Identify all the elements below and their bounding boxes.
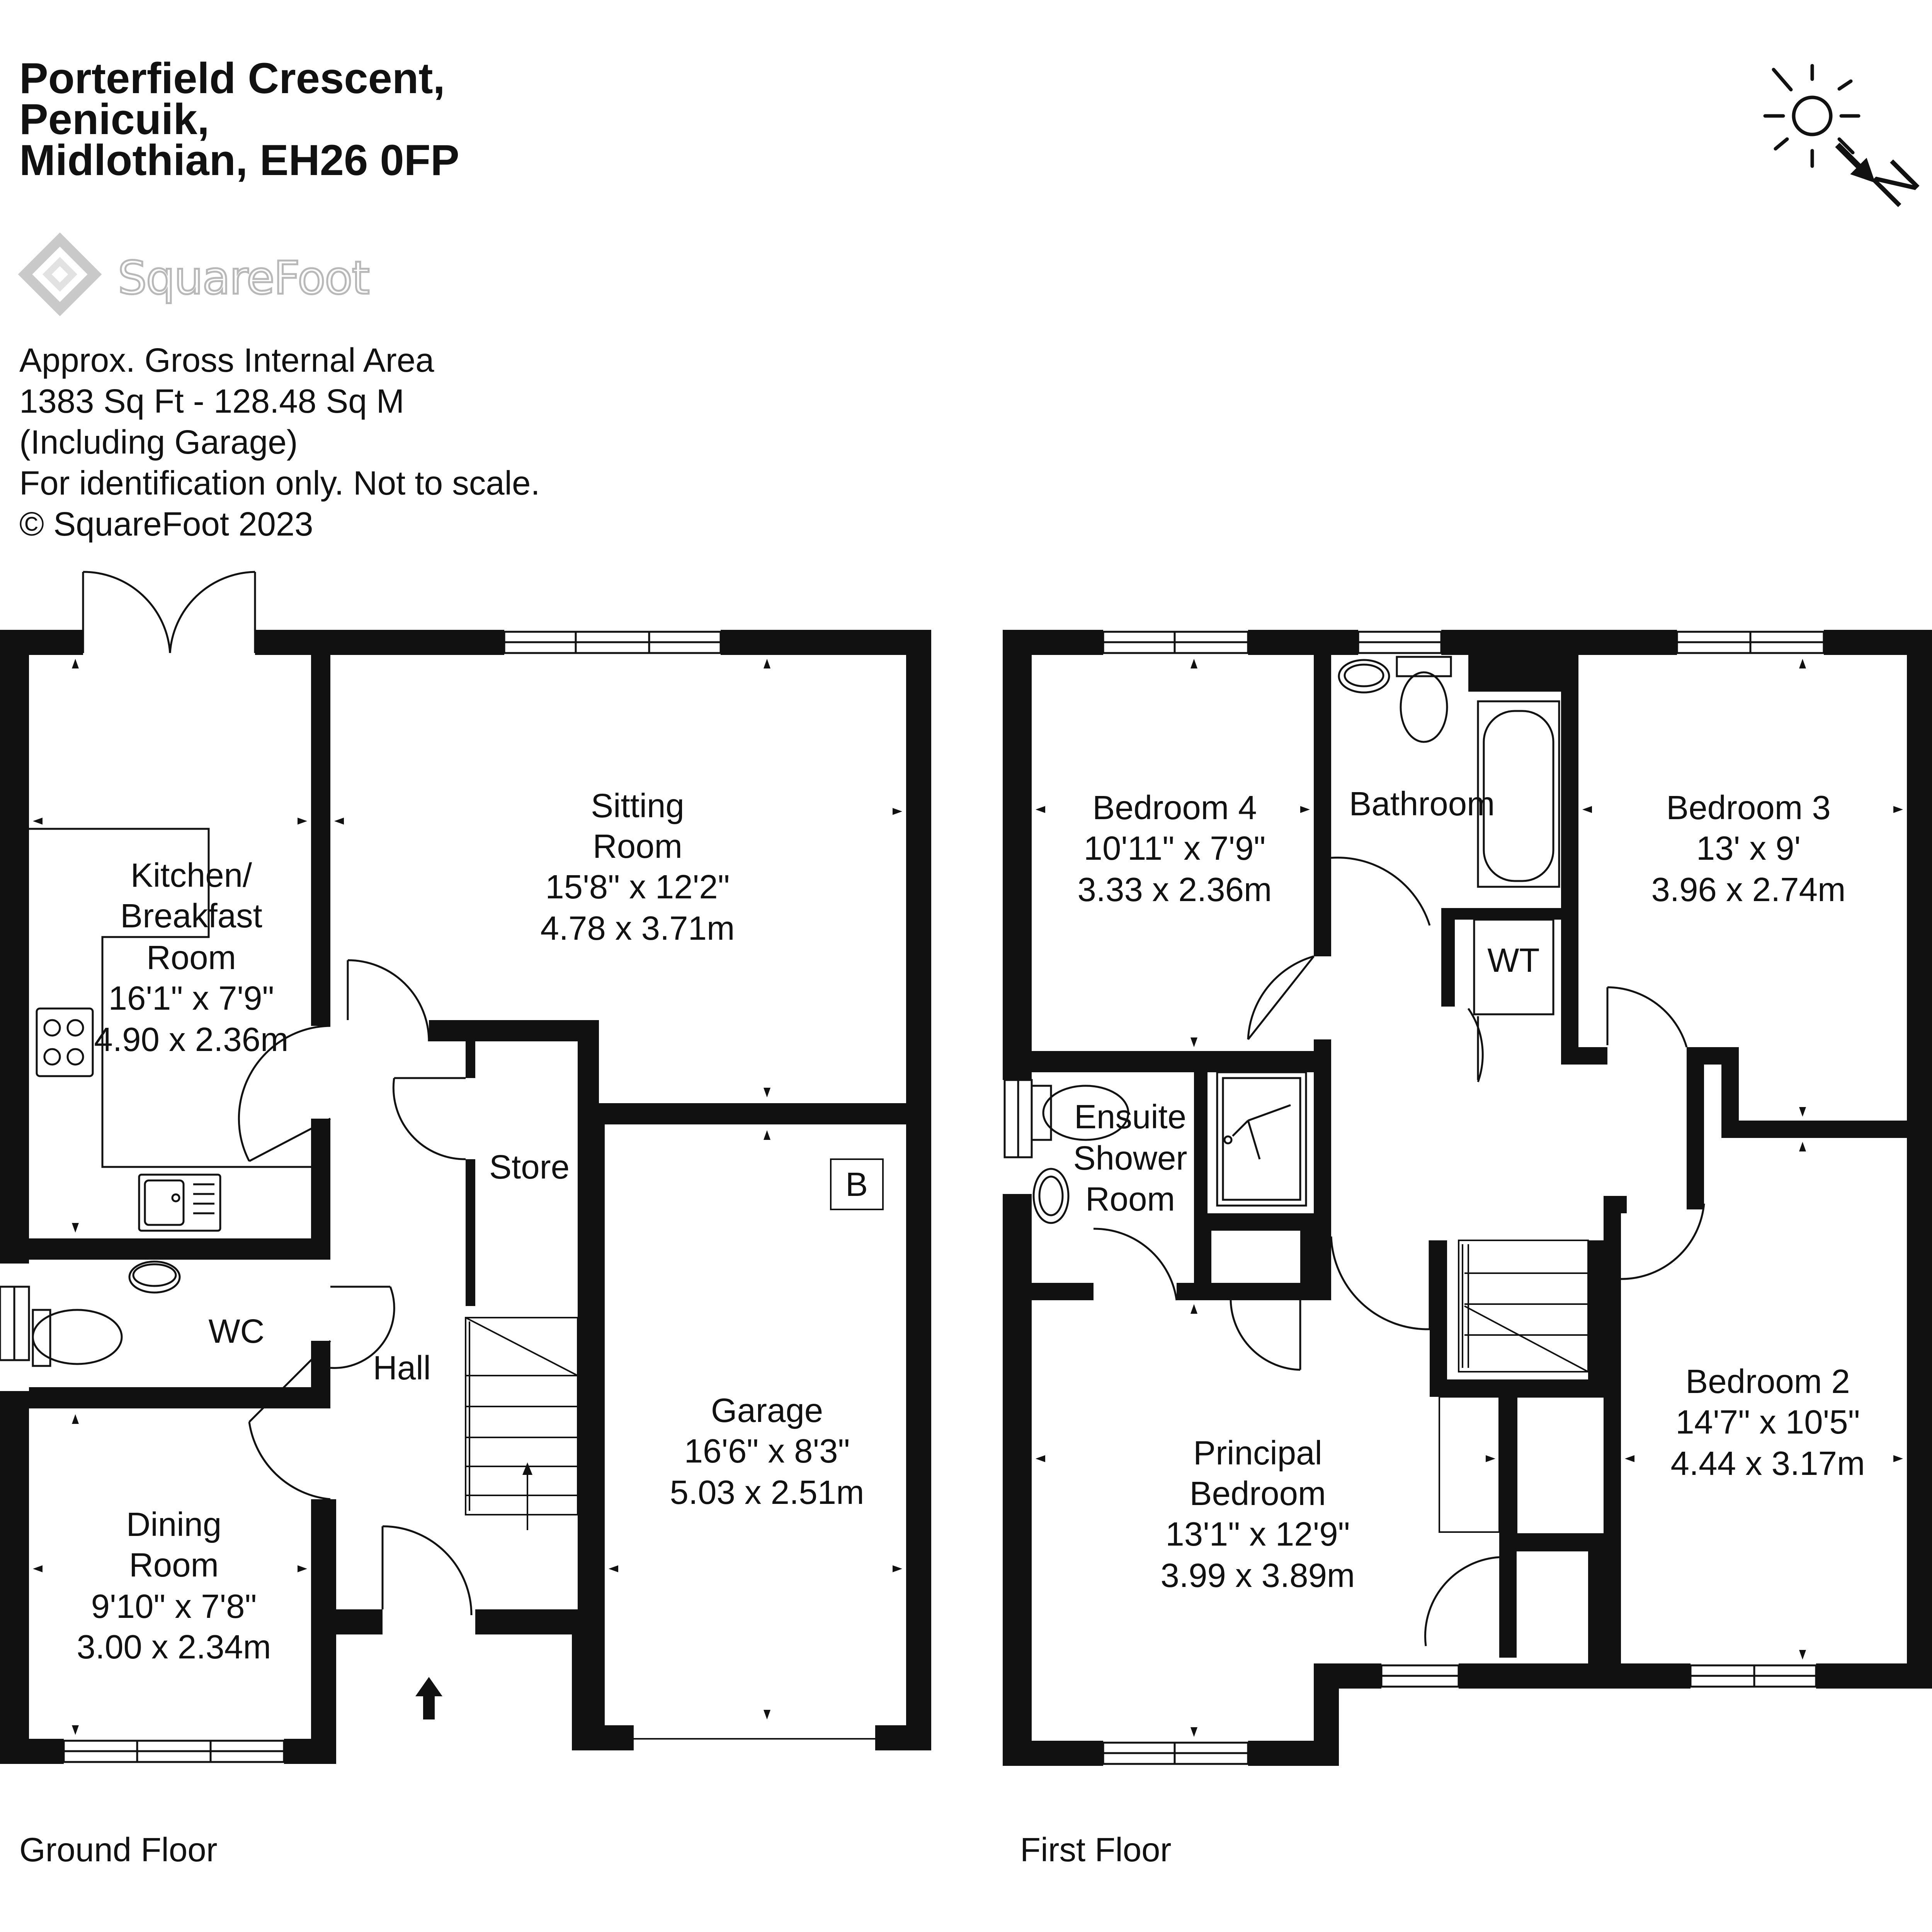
- kitchen-imperial: 16'1" x 7'9": [109, 980, 274, 1017]
- info-line-5: © SquareFoot 2023: [19, 505, 313, 543]
- address-line-3: Midlothian, EH26 0FP: [19, 136, 459, 184]
- principal-metric: 3.99 x 3.89m: [1161, 1557, 1355, 1594]
- garage-name: Garage: [711, 1392, 823, 1429]
- bedroom3-metric: 3.96 x 2.74m: [1651, 871, 1846, 908]
- dining-metric: 3.00 x 2.34m: [77, 1628, 271, 1666]
- info-line-1: Approx. Gross Internal Area: [19, 342, 434, 379]
- squarefoot-logo-icon: [18, 232, 102, 316]
- wt-label: WT: [1487, 942, 1539, 979]
- property-address: Porterfield Crescent, Penicuik, Midlothi…: [19, 54, 459, 184]
- principal-name-1: Principal: [1193, 1434, 1322, 1472]
- kitchen-name-3: Room: [146, 939, 236, 976]
- first-floor-plan: [1003, 630, 1932, 1766]
- wc-name: WC: [209, 1313, 265, 1350]
- bedroom2-metric: 4.44 x 3.17m: [1671, 1445, 1865, 1482]
- bathroom-name: Bathroom: [1349, 785, 1495, 823]
- ground-floor-label: Ground Floor: [19, 1831, 218, 1869]
- bedroom4-metric: 3.33 x 2.36m: [1078, 871, 1272, 908]
- bedroom3-name: Bedroom 3: [1666, 789, 1831, 827]
- kitchen-name-2: Breakfast: [120, 897, 262, 935]
- sitting-name-1: Sitting: [591, 787, 684, 825]
- brand-name: SquareFoot: [117, 250, 371, 306]
- area-info: Approx. Gross Internal Area 1383 Sq Ft -…: [19, 340, 540, 545]
- principal-name-2: Bedroom: [1189, 1475, 1326, 1512]
- bedroom4-imperial: 10'11" x 7'9": [1084, 830, 1266, 867]
- dining-name-2: Room: [129, 1546, 219, 1584]
- boiler-box: [830, 1158, 884, 1210]
- hall-name: Hall: [373, 1349, 431, 1387]
- principal-imperial: 13'1" x 12'9": [1165, 1515, 1350, 1553]
- first-floor-label: First Floor: [1020, 1831, 1172, 1869]
- address-line-1: Porterfield Crescent,: [19, 54, 445, 102]
- ensuite-name-2: Shower: [1073, 1139, 1187, 1177]
- bedroom3-imperial: 13' x 9': [1696, 830, 1801, 867]
- bedroom2-name: Bedroom 2: [1685, 1363, 1850, 1400]
- info-line-4: For identification only. Not to scale.: [19, 464, 540, 502]
- dining-name-1: Dining: [126, 1506, 222, 1543]
- store-name: Store: [489, 1148, 570, 1186]
- info-line-3: (Including Garage): [19, 423, 298, 461]
- sitting-imperial: 15'8" x 12'2": [545, 868, 730, 906]
- north-sun-icon: N: [1763, 64, 1924, 218]
- boiler-label: B: [845, 1166, 868, 1203]
- sitting-name-2: Room: [593, 828, 682, 865]
- kitchen-name-1: Kitchen/: [131, 857, 252, 894]
- bedroom4-name: Bedroom 4: [1092, 789, 1257, 827]
- ensuite-name-1: Ensuite: [1074, 1098, 1186, 1136]
- garage-metric: 5.03 x 2.51m: [670, 1474, 864, 1511]
- dining-imperial: 9'10" x 7'8": [91, 1588, 257, 1625]
- sitting-metric: 4.78 x 3.71m: [541, 910, 735, 947]
- info-line-2: 1383 Sq Ft - 128.48 Sq M: [19, 383, 405, 420]
- ground-floor-plan: [0, 571, 931, 1764]
- brand-logo: SquareFoot: [15, 232, 386, 317]
- kitchen-metric: 4.90 x 2.36m: [94, 1021, 289, 1058]
- address-line-2: Penicuik,: [19, 95, 209, 143]
- bedroom2-imperial: 14'7" x 10'5": [1675, 1403, 1860, 1441]
- garage-imperial: 16'6" x 8'3": [684, 1432, 850, 1470]
- ensuite-name-3: Room: [1085, 1180, 1175, 1218]
